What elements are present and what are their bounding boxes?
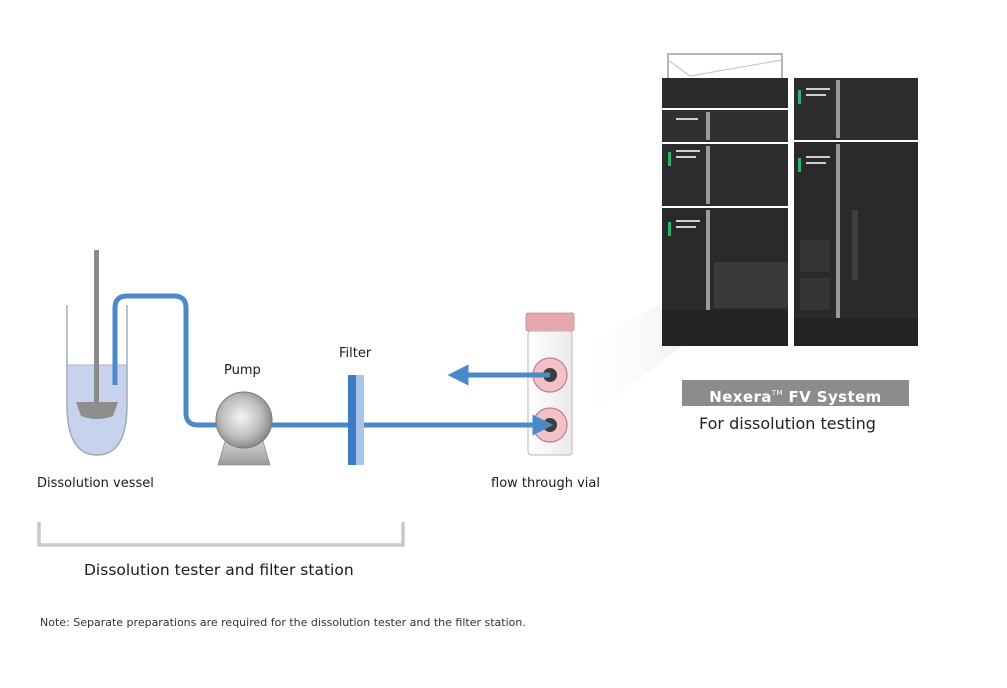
filter-label: Filter bbox=[339, 346, 372, 361]
vial-label: flow through vial bbox=[491, 476, 601, 491]
stirrer-paddle-icon bbox=[76, 250, 118, 419]
pump-label: Pump bbox=[224, 363, 261, 378]
station-label: Dissolution tester and filter station bbox=[84, 561, 354, 579]
system-name-banner: NexeraTM FV System bbox=[682, 380, 909, 406]
pump-icon bbox=[215, 391, 273, 466]
system-purpose: For dissolution testing bbox=[699, 414, 876, 433]
footnote: Note: Separate preparations are required… bbox=[40, 616, 526, 629]
hplc-instrument-icon bbox=[662, 53, 918, 346]
tube-vessel-to-pump bbox=[112, 293, 246, 428]
system-name: Nexera bbox=[709, 388, 772, 406]
vessel-label: Dissolution vessel bbox=[37, 476, 154, 491]
flow-through-vial-icon bbox=[525, 312, 575, 456]
station-bracket bbox=[37, 522, 405, 547]
filter-icon bbox=[348, 375, 364, 465]
system-suffix: FV System bbox=[782, 388, 882, 406]
trademark-mark: TM bbox=[771, 389, 783, 397]
